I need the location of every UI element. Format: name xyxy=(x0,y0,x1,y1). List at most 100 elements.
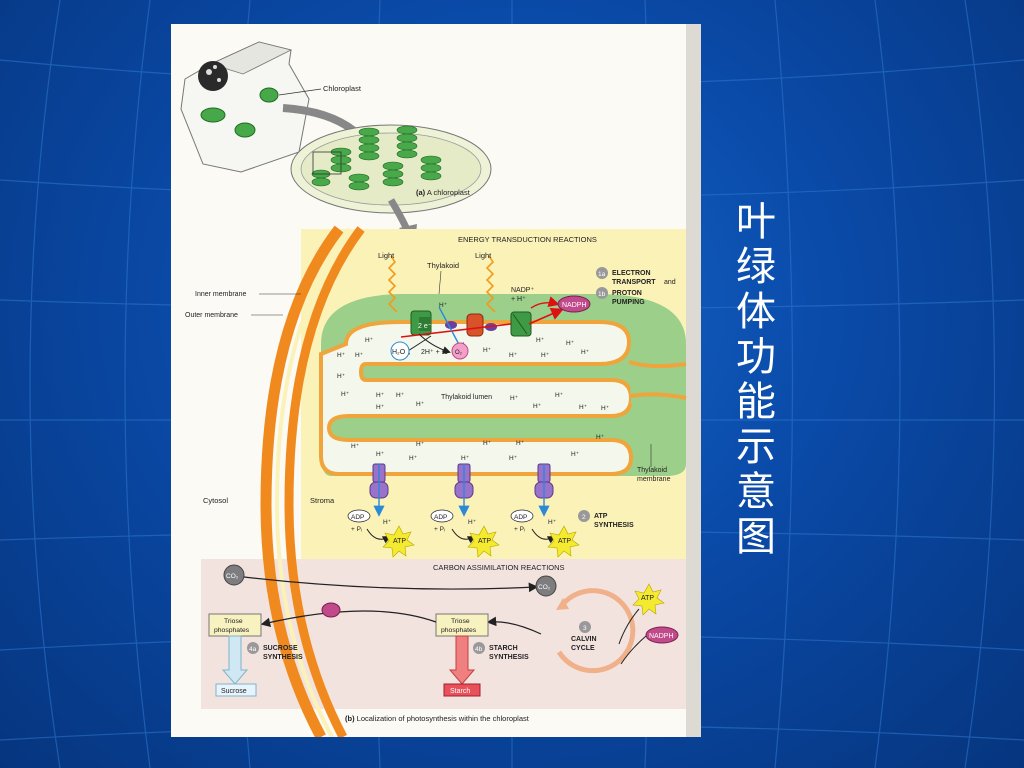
stroma-label: Stroma xyxy=(310,496,335,505)
svg-text:ATP: ATP xyxy=(594,513,608,520)
water-molecule xyxy=(390,341,410,361)
svg-text:H⁺: H⁺ xyxy=(351,443,360,450)
svg-text:H⁺: H⁺ xyxy=(341,391,350,398)
triose-transporter xyxy=(321,602,341,618)
caption-b-text: Localization of photosynthesis within th… xyxy=(355,714,530,723)
svg-text:H⁺: H⁺ xyxy=(483,440,492,447)
svg-text:H⁺: H⁺ xyxy=(571,451,580,458)
outer-membrane-label: Outer membrane xyxy=(185,312,238,319)
svg-text:PUMPING: PUMPING xyxy=(612,299,645,306)
svg-text:H⁺: H⁺ xyxy=(376,392,385,399)
light-wave-2 xyxy=(485,255,496,313)
svg-text:SYNTHESIS: SYNTHESIS xyxy=(263,654,303,661)
svg-text:H⁺: H⁺ xyxy=(509,455,518,462)
svg-text:H⁺: H⁺ xyxy=(548,519,557,526)
light-wave-1 xyxy=(387,255,398,313)
atp-production-2: ADP + Pᵢ H⁺ ATP xyxy=(430,509,500,558)
caption-b-letter: (b) xyxy=(345,714,355,723)
svg-text:ADP: ADP xyxy=(434,514,447,521)
inner-membrane-label: Inner membrane xyxy=(195,291,246,298)
title-char: 功 xyxy=(736,334,776,380)
atp-production-1: ADP + Pᵢ H⁺ ATP xyxy=(347,509,415,558)
step-1a-badge xyxy=(596,267,608,279)
svg-text:H⁺: H⁺ xyxy=(509,352,518,359)
svg-text:(a) A chloroplast: (a) A chloroplast xyxy=(416,188,471,197)
calvin-cycle xyxy=(556,588,636,674)
svg-text:H₂O: H₂O xyxy=(392,349,406,356)
svg-text:Thylakoid: Thylakoid xyxy=(637,467,667,474)
svg-text:H⁺: H⁺ xyxy=(416,401,425,408)
svg-text:phosphates: phosphates xyxy=(441,627,477,634)
svg-text:+ Pᵢ: + Pᵢ xyxy=(351,526,362,533)
svg-text:H⁺: H⁺ xyxy=(596,434,605,441)
atp-synthase-group xyxy=(369,463,554,517)
svg-text:ADP: ADP xyxy=(351,514,364,521)
title-char: 意 xyxy=(736,469,776,515)
page-edge-shadow xyxy=(686,24,701,737)
svg-text:H⁺: H⁺ xyxy=(579,404,588,411)
svg-text:membrane: membrane xyxy=(637,476,671,483)
slide-title: 叶 绿 体 功 能 示 意 图 xyxy=(728,200,784,560)
svg-text:phosphates: phosphates xyxy=(214,627,250,634)
svg-text:H⁺: H⁺ xyxy=(555,392,564,399)
starch-arrow xyxy=(448,635,476,685)
svg-text:H⁺: H⁺ xyxy=(483,347,492,354)
svg-text:Triose: Triose xyxy=(224,618,243,625)
figure-panel: Chloroplast (a) A chloroplast xyxy=(171,24,701,737)
svg-text:2 e⁻: 2 e⁻ xyxy=(418,323,432,330)
svg-text:(b) Localization of photosynth: (b) Localization of photosynthesis withi… xyxy=(345,714,530,723)
svg-text:3: 3 xyxy=(583,625,587,632)
svg-text:Triose: Triose xyxy=(451,618,470,625)
svg-text:H⁺: H⁺ xyxy=(416,441,425,448)
svg-text:ATP: ATP xyxy=(393,538,406,545)
svg-text:CO₂: CO₂ xyxy=(226,573,239,580)
svg-text:TRANSPORT: TRANSPORT xyxy=(612,279,656,286)
svg-text:O₂: O₂ xyxy=(455,350,463,356)
svg-text:NADPH: NADPH xyxy=(649,633,674,640)
nucleus-icon xyxy=(198,61,228,91)
svg-text:Sucrose: Sucrose xyxy=(221,688,247,695)
svg-text:H⁺: H⁺ xyxy=(439,302,448,309)
svg-text:H⁺: H⁺ xyxy=(461,455,470,462)
nadph-ellipse-top xyxy=(557,295,591,313)
atp-carbon xyxy=(632,583,665,616)
svg-text:H⁺: H⁺ xyxy=(468,519,477,526)
chloroplast-cutaway xyxy=(290,124,492,214)
svg-text:H⁺: H⁺ xyxy=(337,352,346,359)
svg-text:ATP: ATP xyxy=(478,538,491,545)
chloroplast-label: Chloroplast xyxy=(323,84,362,93)
energy-header: ENERGY TRANSDUCTION REACTIONS xyxy=(458,235,597,244)
title-char: 体 xyxy=(736,289,776,335)
step-3-badge xyxy=(579,621,591,633)
svg-text:SYNTHESIS: SYNTHESIS xyxy=(489,654,529,661)
svg-text:H⁺: H⁺ xyxy=(541,352,550,359)
svg-text:CO₂: CO₂ xyxy=(538,584,551,591)
sucrose-box xyxy=(215,683,257,697)
cytosol-label: Cytosol xyxy=(203,496,228,505)
photosystem-i xyxy=(510,311,532,337)
svg-text:H⁺: H⁺ xyxy=(533,403,542,410)
title-char: 示 xyxy=(736,424,776,470)
svg-text:SYNTHESIS: SYNTHESIS xyxy=(594,522,634,529)
carbon-header: CARBON ASSIMILATION REACTIONS xyxy=(433,563,565,572)
nadp-label: NADP⁺ xyxy=(511,287,534,294)
proton-labels: H⁺ H⁺ H⁺ H⁺ H⁺ H⁺ H⁺ H⁺ H⁺ H⁺ H⁺ H⁺ H⁺ H… xyxy=(337,302,610,462)
svg-text:H⁺: H⁺ xyxy=(383,519,392,526)
svg-text:Starch: Starch xyxy=(450,688,470,695)
step-1b-badge xyxy=(596,287,608,299)
svg-text:ATP: ATP xyxy=(558,538,571,545)
chloroplast-figure: Chloroplast (a) A chloroplast xyxy=(180,24,701,737)
title-char: 能 xyxy=(736,379,776,425)
svg-text:+ H⁺: + H⁺ xyxy=(511,296,526,303)
photosystem-ii xyxy=(410,310,432,336)
svg-text:CYCLE: CYCLE xyxy=(571,645,595,652)
svg-text:STARCH: STARCH xyxy=(489,645,518,652)
sucrose-arrow xyxy=(221,635,249,685)
svg-text:H⁺: H⁺ xyxy=(601,405,610,412)
svg-text:ATP: ATP xyxy=(641,595,654,602)
co2-inside xyxy=(535,575,557,597)
svg-text:H⁺: H⁺ xyxy=(337,373,346,380)
svg-text:+ Pᵢ: + Pᵢ xyxy=(514,526,525,533)
title-char: 图 xyxy=(736,514,776,560)
step-4a-badge xyxy=(247,642,259,654)
